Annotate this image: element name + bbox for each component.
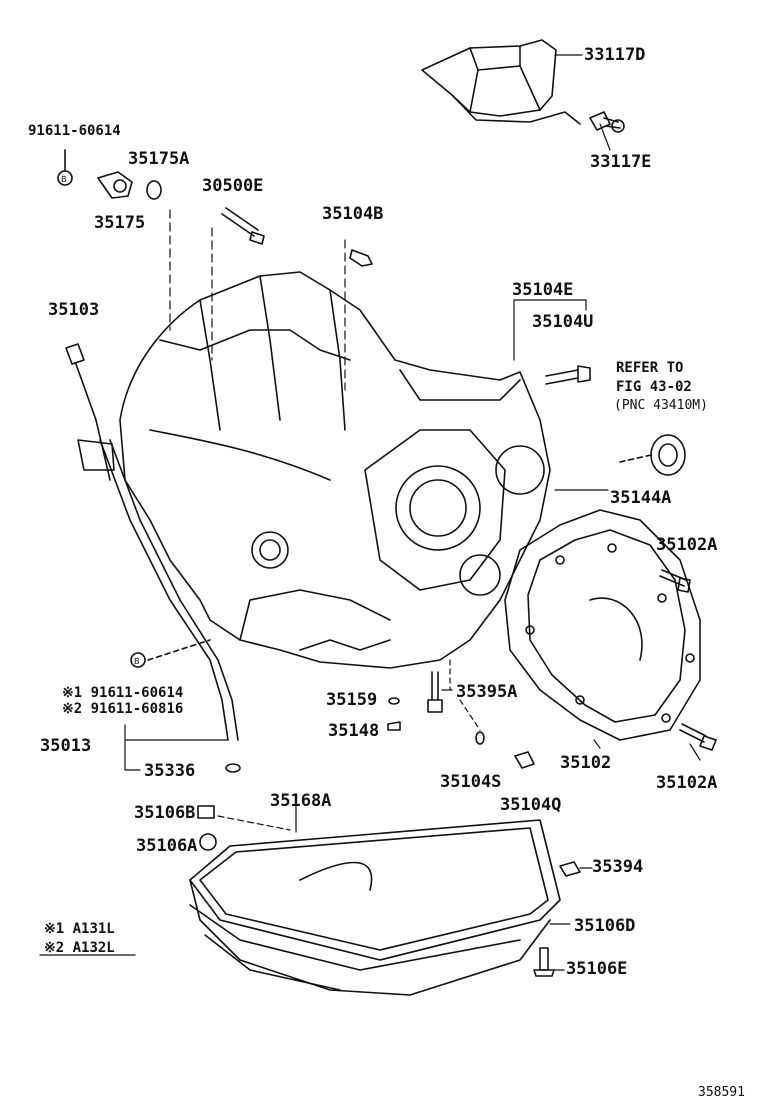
label-35104u[interactable]: 35104U bbox=[532, 312, 594, 332]
speed-sensor-35175[interactable]: B bbox=[57, 149, 162, 200]
label-35148[interactable]: 35148 bbox=[328, 721, 380, 741]
legend-a131l: ※1 A131L bbox=[44, 921, 115, 937]
note-a132l-part[interactable]: ※2 91611-60816 bbox=[62, 701, 184, 717]
label-35336[interactable]: 35336 bbox=[144, 761, 196, 781]
label-35175[interactable]: 35175 bbox=[94, 213, 146, 233]
label-35102a-lower[interactable]: 35102A bbox=[656, 773, 718, 793]
label-35102[interactable]: 35102 bbox=[560, 753, 612, 773]
protector-33117d[interactable] bbox=[421, 39, 581, 125]
bolt-35104u[interactable] bbox=[545, 365, 591, 385]
svg-text:B: B bbox=[61, 175, 67, 184]
label-91611-60614[interactable]: 91611-60614 bbox=[28, 123, 121, 139]
label-35394[interactable]: 35394 bbox=[592, 857, 644, 877]
label-35106d[interactable]: 35106D bbox=[574, 916, 636, 936]
dipstick-35103[interactable] bbox=[65, 343, 111, 481]
oil-seal-35144a[interactable] bbox=[619, 434, 686, 476]
legend-a132l: ※2 A132L bbox=[44, 940, 115, 956]
oil-filler-tube-35013[interactable]: B bbox=[77, 439, 241, 773]
label-35104q[interactable]: 35104Q bbox=[500, 795, 562, 815]
label-35106e[interactable]: 35106E bbox=[566, 959, 628, 979]
label-33117e[interactable]: 33117E bbox=[590, 152, 652, 172]
bolt-33117e[interactable] bbox=[589, 111, 625, 133]
gasket-35106a[interactable] bbox=[199, 833, 217, 851]
label-35104s[interactable]: 35104S bbox=[440, 772, 502, 792]
refer-line-1: REFER TO bbox=[616, 360, 684, 376]
oil-pan-35168a[interactable] bbox=[189, 819, 561, 996]
magnet-35394[interactable] bbox=[559, 861, 581, 877]
label-35175a[interactable]: 35175A bbox=[128, 149, 190, 169]
bolt-35104b[interactable] bbox=[349, 249, 373, 267]
label-35106b[interactable]: 35106B bbox=[134, 803, 196, 823]
label-35104b[interactable]: 35104B bbox=[322, 204, 384, 224]
svg-text:B: B bbox=[134, 657, 140, 666]
label-35159[interactable]: 35159 bbox=[326, 690, 378, 710]
label-35144a[interactable]: 35144A bbox=[610, 488, 672, 508]
drain-plug-35106b[interactable] bbox=[197, 805, 215, 819]
rear-cover-35102[interactable] bbox=[504, 509, 701, 741]
bolt-30500e[interactable] bbox=[221, 207, 265, 245]
bolt-35106e[interactable] bbox=[533, 947, 555, 977]
label-35102a-upper[interactable]: 35102A bbox=[656, 535, 718, 555]
label-33117d[interactable]: 33117D bbox=[584, 45, 646, 65]
bolt-35102a-lower[interactable] bbox=[679, 723, 717, 751]
label-35013[interactable]: 35013 bbox=[40, 736, 92, 756]
refer-fig-link[interactable]: FIG 43-02 bbox=[616, 379, 692, 395]
label-35106a[interactable]: 35106A bbox=[136, 836, 198, 856]
small-parts-center[interactable] bbox=[387, 671, 535, 769]
label-30500e[interactable]: 30500E bbox=[202, 176, 264, 196]
note-a131l-part[interactable]: ※1 91611-60614 bbox=[62, 685, 184, 701]
label-35103[interactable]: 35103 bbox=[48, 300, 100, 320]
bolt-35102a-upper[interactable] bbox=[659, 569, 691, 593]
transaxle-case[interactable] bbox=[119, 271, 551, 669]
leader-lines bbox=[39, 54, 701, 971]
figure-id: 358591 bbox=[698, 1085, 745, 1100]
label-35168a[interactable]: 35168A bbox=[270, 791, 332, 811]
label-35104e[interactable]: 35104E bbox=[512, 280, 574, 300]
refer-pnc: (PNC 43410M) bbox=[614, 398, 708, 413]
label-35395a[interactable]: 35395A bbox=[456, 682, 518, 702]
